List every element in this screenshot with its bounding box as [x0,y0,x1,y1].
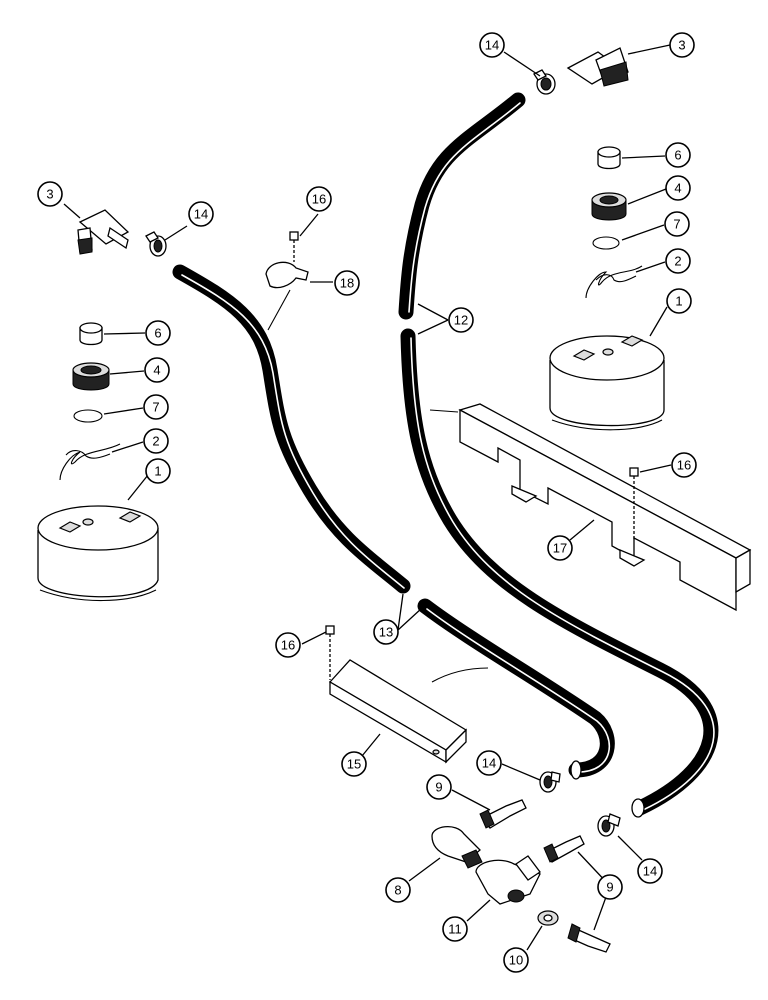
svg-text:1: 1 [675,294,682,309]
svg-text:4: 4 [153,363,160,378]
callout-17: 17 [547,535,573,561]
callout-14-mid: 14 [476,750,502,776]
svg-text:14: 14 [485,38,499,53]
callout-16-right: 16 [671,452,697,478]
tank-right [549,335,665,431]
clip-right [585,265,643,299]
callout-13: 13 [373,619,399,645]
svg-text:15: 15 [347,757,361,772]
callout-12: 12 [448,307,474,333]
screw-right [629,467,639,540]
bracket-short [328,659,489,764]
svg-text:14: 14 [194,207,208,222]
svg-text:7: 7 [673,217,680,232]
callout-9-left: 9 [426,774,452,800]
callout-14-bottom: 14 [637,858,663,884]
callout-8: 8 [385,877,411,903]
leader-lines [63,44,672,951]
svg-text:12: 12 [454,313,468,328]
o-ring-right-2 [592,236,620,250]
callout-7-right: 7 [664,211,690,237]
callout-15: 15 [341,751,367,777]
elbow-fitting-bottom [431,826,483,869]
filler-cap-left [79,322,103,346]
callout-3-left: 3 [37,181,63,207]
callout-6-right: 6 [665,142,691,168]
callout-11: 11 [442,916,468,942]
screw-top [289,231,299,262]
svg-text:14: 14 [482,756,496,771]
hose-strap-clip [265,261,309,331]
callout-1-left: 1 [145,458,171,484]
washer [537,910,559,926]
svg-text:8: 8 [394,883,401,898]
svg-text:16: 16 [312,192,326,207]
callout-16-top: 16 [306,186,332,212]
elbow-fitting-left [77,209,130,255]
svg-text:7: 7 [152,400,159,415]
svg-text:6: 6 [674,148,681,163]
nipple-fitting-right-lower [567,923,611,953]
nut-left [72,362,110,391]
svg-text:14: 14 [643,864,657,879]
callout-4-right: 4 [665,175,691,201]
nut-right [591,192,627,221]
svg-text:11: 11 [448,922,462,937]
svg-text:6: 6 [154,326,161,341]
callout-16-mid: 16 [275,632,301,658]
callout-4-left: 4 [144,357,170,383]
callout-2-left: 2 [143,428,169,454]
svg-text:1: 1 [154,464,161,479]
svg-text:3: 3 [46,187,53,202]
callout-2-right: 2 [665,248,691,274]
svg-text:2: 2 [674,254,681,269]
callout-10: 10 [503,947,529,973]
callout-14-top: 14 [479,32,505,58]
callout-3-right: 3 [669,32,695,58]
callout-18: 18 [334,270,360,296]
tee-fitting [475,855,541,905]
svg-text:2: 2 [152,434,159,449]
elbow-fitting-right [566,47,629,87]
nipple-fitting-right-upper [543,835,585,863]
tank-left [37,505,159,602]
svg-text:4: 4 [674,181,681,196]
hose-right [398,92,719,818]
clip-left [59,443,121,481]
hose-left [172,264,615,780]
callout-14-left: 14 [188,201,214,227]
svg-text:10: 10 [509,953,523,968]
nipple-fitting-upper [479,799,527,829]
svg-text:17: 17 [553,541,567,556]
callout-9-right: 9 [597,874,623,900]
svg-text:13: 13 [379,625,393,640]
callout-6-left: 6 [145,320,171,346]
svg-text:9: 9 [435,780,442,795]
hose-clamp-mid [539,771,561,793]
bracket-long [429,403,752,612]
svg-text:18: 18 [340,276,354,291]
hose-clamp-bottom [597,813,621,837]
svg-text:16: 16 [677,458,691,473]
hose-clamp-top [533,69,556,95]
svg-text:3: 3 [678,38,685,53]
svg-text:9: 9 [606,880,613,895]
callout-1-right: 1 [666,288,692,314]
svg-text:16: 16 [281,638,295,653]
hose-clamp-left [145,231,167,257]
screw-mid [325,625,335,680]
callout-7-left: 7 [143,394,169,420]
filler-cap-right [597,146,621,170]
o-ring-left [73,409,103,423]
